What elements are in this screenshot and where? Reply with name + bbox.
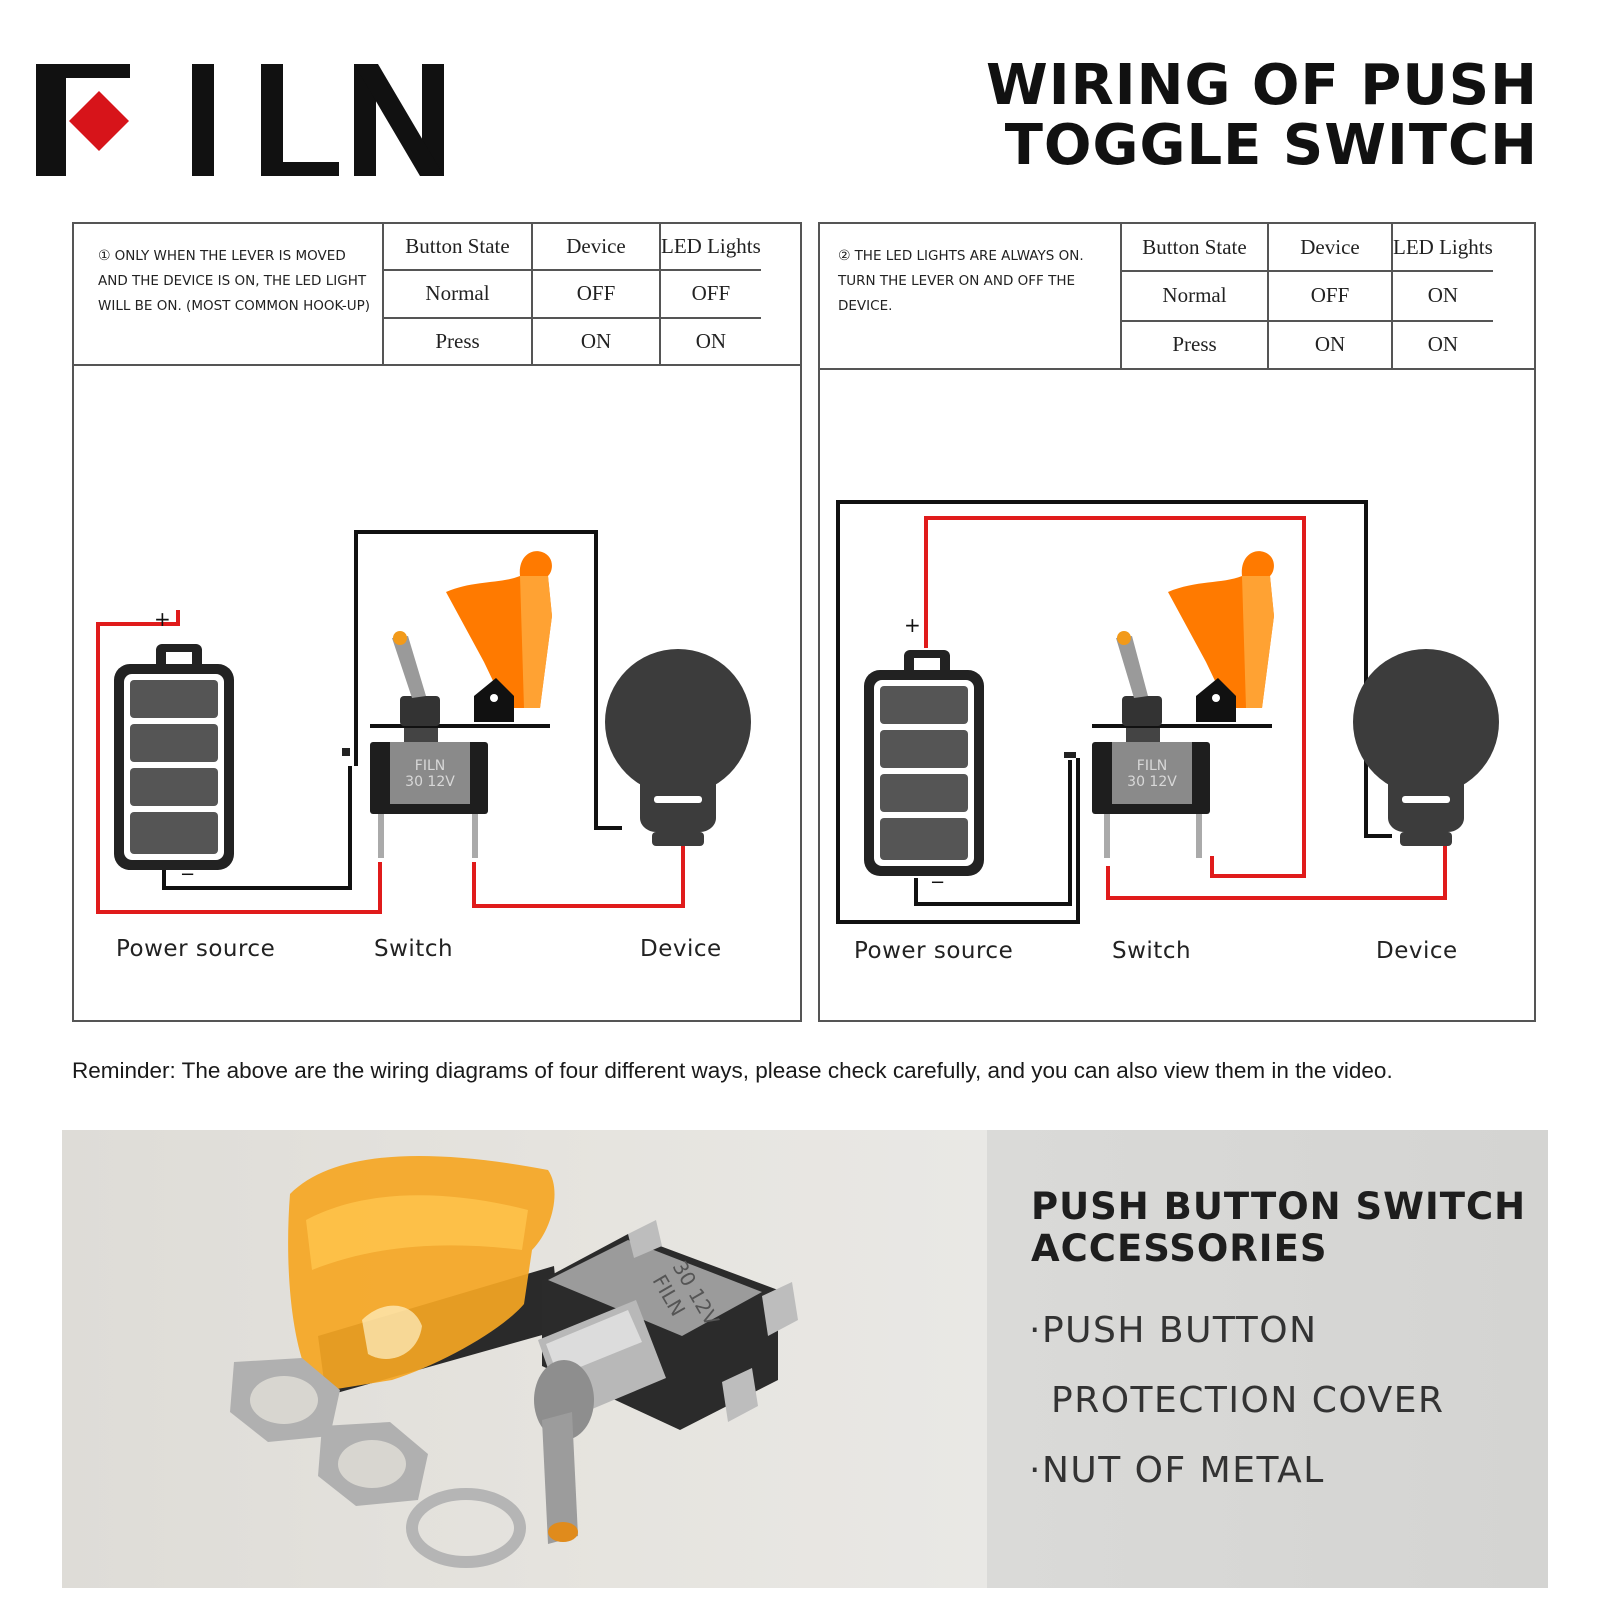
accessories-title-line-1: PUSH BUTTON SWITCH [1031,1185,1527,1228]
panel-1-state-table: Button State Device LED Lights Normal OF… [384,224,761,364]
table-header-cell: LED Lights [1391,224,1493,273]
protection-cover-icon [288,1155,555,1392]
panel-2-note-text: THE LED LIGHTS ARE ALWAYS ON. TURN THE L… [838,248,1084,314]
accessory-item-push-button: ·PUSH BUTTON [1029,1310,1318,1351]
table-header-row: Button State Device LED Lights [1122,224,1493,273]
table-row: Press ON ON [384,317,761,364]
filn-logo [36,64,456,184]
red-diamond-icon [69,91,129,151]
accessory-item-nut-of-metal: ·NUT OF METAL [1029,1450,1325,1491]
label-device: Device [640,936,722,962]
switch-marking-line-1: FILN [415,758,445,774]
table-row: Normal OFF ON [1122,271,1493,322]
switch-marking-line-1: FILN [1137,758,1167,774]
table-cell: Press [435,328,480,353]
toggle-switch-icon: FILN 30 12V [1064,551,1274,858]
table-cell: ON [531,317,660,364]
wire-red-switch-device [1106,846,1447,900]
label-switch: Switch [374,936,454,962]
panel-2-wiring-diagram: + − FILN 30 12V [820,370,1534,1020]
metal-nut-icon [318,1422,428,1506]
accessories-title-line-2: ACCESSORIES [1031,1227,1328,1270]
table-cell: ON [1267,320,1392,368]
table-cell: Normal [1122,271,1268,322]
table-cell: ON [659,317,761,364]
device-bulb-icon [1353,649,1499,846]
table-row: Press ON ON [1122,320,1493,368]
battery-plus-label: + [154,607,171,631]
battery-icon [114,644,234,870]
device-bulb-icon [605,649,751,846]
wire-black-switch-device [354,530,622,830]
table-header-cell: Device [531,224,660,272]
table-header-cell: Button State [1122,224,1268,273]
wire-black-battery-minus [914,760,1072,906]
battery-minus-label: − [930,872,945,893]
accessories-title: PUSH BUTTON SWITCH ACCESSORIES [1031,1186,1526,1270]
accessory-item-protection-cover: PROTECTION COVER [1051,1380,1445,1421]
table-cell: Normal [384,270,532,319]
accessories-photo: FILN 30 12V [62,1130,987,1588]
battery-icon [864,650,984,876]
accessories-text-panel: PUSH BUTTON SWITCH ACCESSORIES ·PUSH BUT… [987,1130,1548,1588]
panel-1-wiring-diagram: + − FILN 30 12V [74,366,800,1020]
metal-ring-icon [406,1488,526,1568]
battery-plus-label: + [904,613,921,637]
wire-red-battery-plus [924,516,1306,878]
table-header-cell: Button State [384,224,532,272]
label-device: Device [1376,938,1458,964]
filn-logo-mark [36,64,444,176]
wire-red-switch-device [472,842,685,908]
accessories-photo-illustration: FILN 30 12V [230,1155,798,1568]
table-header-cell: LED Lights [659,224,761,272]
label-power-source: Power source [116,936,276,962]
panel-2-note-number: ② [838,248,851,264]
table-cell: OFF [1267,271,1392,322]
page-title: WIRING OF PUSH TOGGLE SWITCH [986,56,1538,176]
wire-black-outer-loop [836,500,1392,924]
panel-1-note-number: ① [98,248,111,264]
title-line-2: TOGGLE SWITCH [1004,113,1538,178]
label-switch: Switch [1112,938,1192,964]
table-cell: Press [1172,332,1217,357]
accessories-section: FILN 30 12V [62,1130,1548,1588]
reminder-text: Reminder: The above are the wiring diagr… [72,1058,1393,1083]
switch-marking-line-2: 30 12V [405,774,455,790]
wiring-diagram-2-svg: + − FILN 30 12V [836,500,1499,924]
panel-2-state-table: Button State Device LED Lights Normal OF… [1122,224,1493,368]
table-cell: OFF [659,270,761,319]
wire-red-battery-plus [96,610,382,914]
battery-minus-label: − [180,864,195,885]
title-line-1: WIRING OF PUSH [986,53,1538,118]
panel-1-note-text: ONLY WHEN THE LEVER IS MOVED AND THE DEV… [98,248,371,314]
table-cell: ON [1391,271,1493,322]
table-cell: OFF [531,270,660,319]
toggle-switch-icon: FILN 30 12V [342,551,552,858]
table-row: Normal OFF OFF [384,270,761,319]
table-header-cell: Device [1267,224,1392,273]
toggle-switch-photo-icon: FILN 30 12V [534,1220,798,1544]
metal-nut-icon [230,1358,340,1442]
table-header-row: Button State Device LED Lights [384,224,761,272]
table-cell: ON [1391,320,1493,368]
switch-marking-line-2: 30 12V [1127,774,1177,790]
label-power-source: Power source [854,938,1014,964]
wire-black-battery-minus [162,766,352,890]
wiring-diagram-1-svg: + − FILN 30 12V [96,530,751,914]
